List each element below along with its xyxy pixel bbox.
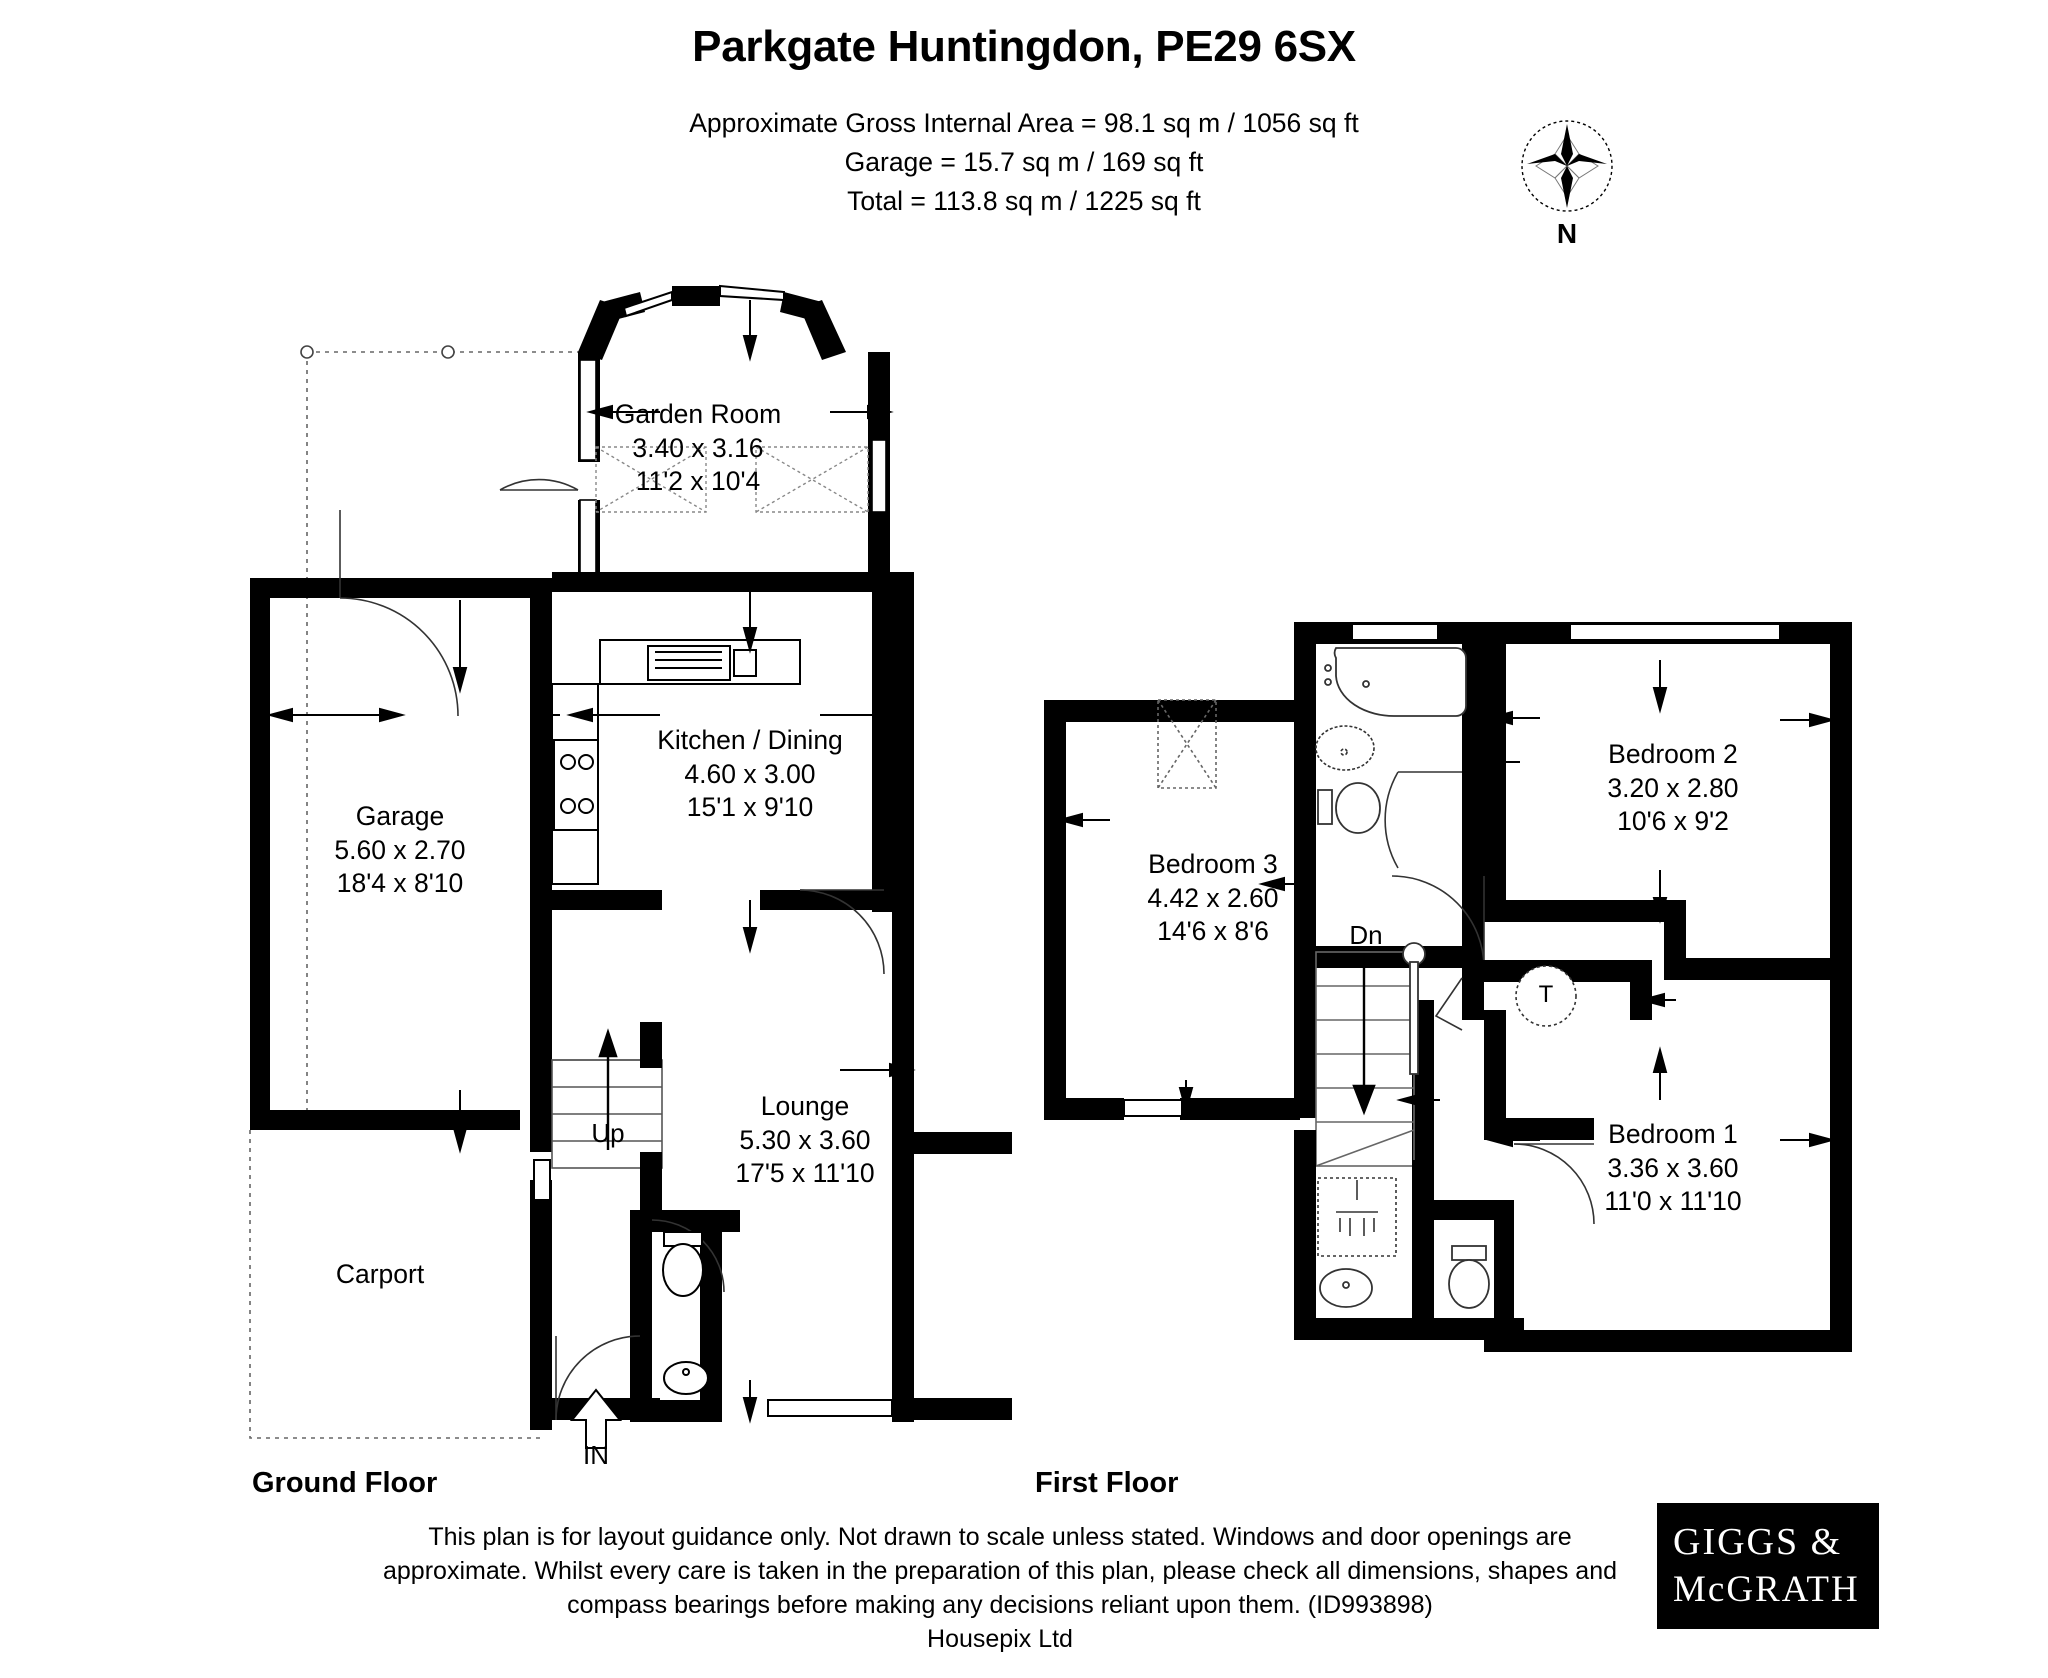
tank-circle — [1515, 965, 1577, 1027]
first-floor-dimension-arrows — [1056, 660, 1836, 1148]
garden-room-walls — [578, 286, 846, 360]
area-line-garage: Garage = 15.7 sq m / 169 sq ft — [844, 147, 1204, 177]
room-name: Carport — [335, 1259, 425, 1289]
wc-walls — [630, 1210, 740, 1422]
kitchen-hob-icon — [553, 739, 599, 831]
ensuite-basin-icon — [1319, 1268, 1373, 1308]
room-label-bedroom-2: Bedroom 2 3.20 x 2.80 10'6 x 9'2 — [1548, 738, 1798, 839]
room-label-bedroom-3: Bedroom 3 4.42 x 2.60 14'6 x 8'6 — [1088, 848, 1338, 949]
room-imperial: 10'6 x 9'2 — [1617, 806, 1729, 836]
area-line-total: Total = 113.8 sq m / 1225 sq ft — [847, 186, 1201, 216]
room-label-bedroom-1: Bedroom 1 3.36 x 3.60 11'0 x 11'10 — [1548, 1118, 1798, 1219]
room-metric: 3.20 x 2.80 — [1607, 772, 1739, 803]
bathroom-toilet-icon — [1317, 782, 1381, 834]
room-label-carport: Carport — [280, 1258, 480, 1292]
bath-icon — [1324, 647, 1467, 717]
producer-name: Housepix Ltd — [927, 1625, 1073, 1653]
room-name: Garden Room — [614, 399, 782, 429]
stair-newel-post — [1402, 942, 1426, 1075]
room-metric: 4.60 x 3.00 — [684, 758, 816, 789]
bedroom1-door-swing — [1513, 1143, 1595, 1225]
bedroom1-walls — [1484, 958, 1852, 1352]
first-floor-plan — [1044, 622, 1852, 1352]
room-imperial: 17'5 x 11'10 — [735, 1158, 875, 1188]
room-imperial: 11'0 x 11'10 — [1604, 1186, 1742, 1216]
front-door-swing — [555, 1335, 641, 1421]
first-floor-title: First Floor — [1035, 1467, 1179, 1499]
entrance-label: IN — [583, 1440, 609, 1470]
wc-basin-icon — [663, 1361, 709, 1395]
room-name: Kitchen / Dining — [657, 725, 843, 755]
logo-line-2: McGRATH — [1673, 1569, 1860, 1610]
stairs-down-label: Dn — [1349, 920, 1383, 950]
garage-door-swing — [339, 510, 459, 717]
wc-toilet-icon — [662, 1231, 704, 1297]
room-imperial: 18'4 x 8'10 — [336, 868, 464, 898]
kitchen-sink-icon — [647, 645, 757, 681]
lounge-window — [767, 1399, 893, 1417]
bathroom-window — [1351, 623, 1439, 641]
disclaimer-body: This plan is for layout guidance only. N… — [383, 1523, 1617, 1619]
ensuite-toilet-icon — [1448, 1245, 1490, 1309]
loft-hatch-icon — [1157, 699, 1217, 789]
bathroom-basin-icon — [1315, 725, 1375, 771]
garden-room-door-swing — [499, 478, 579, 491]
agent-logo: GIGGS & McGRATH — [1657, 1503, 1879, 1629]
room-label-lounge: Lounge 5.30 x 3.60 17'5 x 11'10 — [680, 1090, 930, 1191]
room-metric: 3.40 x 3.16 — [632, 432, 764, 463]
compass-rose-icon — [1521, 120, 1613, 212]
ground-floor-plan — [249, 284, 1012, 1449]
bedroom3-walls — [1044, 700, 1300, 1120]
ground-floor-title: Ground Floor — [252, 1467, 438, 1499]
room-imperial: 14'6 x 8'6 — [1157, 916, 1269, 946]
bedroom3-window — [1123, 1099, 1183, 1117]
room-imperial: 11'2 x 10'4 — [635, 466, 761, 496]
tank-cupboard-label: T — [1538, 981, 1554, 1008]
logo-line-1: GIGGS & — [1673, 1521, 1843, 1563]
page-title: Parkgate Huntingdon, PE29 6SX — [692, 22, 1356, 71]
ground-dimension-arrows — [266, 300, 916, 1424]
room-name: Bedroom 3 — [1148, 849, 1278, 879]
room-name: Lounge — [760, 1091, 850, 1121]
area-summary: Approximate Gross Internal Area = 98.1 s… — [0, 104, 2048, 221]
garden-room-bay-windows — [622, 284, 785, 318]
room-label-garage: Garage 5.60 x 2.70 18'4 x 8'10 — [275, 800, 525, 901]
room-name: Bedroom 1 — [1608, 1119, 1738, 1149]
bedroom2-window — [1569, 623, 1781, 641]
disclaimer-text: This plan is for layout guidance only. N… — [380, 1520, 1620, 1656]
room-label-garden-room: Garden Room 3.40 x 3.16 11'2 x 10'4 — [548, 398, 848, 499]
garden-room-glazing-indicator — [595, 446, 869, 513]
bathroom-door-swing — [1384, 771, 1462, 869]
room-name: Garage — [355, 801, 445, 831]
room-metric: 4.42 x 2.60 — [1147, 882, 1279, 913]
room-metric: 5.30 x 3.60 — [739, 1124, 871, 1155]
room-label-kitchen-dining: Kitchen / Dining 4.60 x 3.00 15'1 x 9'10 — [600, 724, 900, 825]
room-metric: 3.36 x 3.60 — [1607, 1152, 1739, 1183]
ensuite-shower-icon — [1317, 1177, 1397, 1257]
stairs-up-arrow — [598, 1028, 618, 1150]
airing-cupboard-door — [1434, 977, 1463, 1031]
area-line-gross: Approximate Gross Internal Area = 98.1 s… — [689, 108, 1359, 138]
room-metric: 5.60 x 2.70 — [334, 834, 466, 865]
room-name: Bedroom 2 — [1608, 739, 1738, 769]
landing-door-swings — [1391, 875, 1485, 969]
compass-north-label: N — [1556, 218, 1578, 249]
kitchen-door-swing — [799, 889, 885, 975]
entrance-arrow-icon — [569, 1388, 623, 1449]
room-imperial: 15'1 x 9'10 — [686, 792, 814, 822]
stairs-up-label: Up — [591, 1118, 625, 1148]
carport-outline — [249, 1130, 540, 1439]
stairs-down-arrow — [1352, 958, 1376, 1116]
bedroom1-ensuite-walls — [1294, 1130, 1524, 1340]
